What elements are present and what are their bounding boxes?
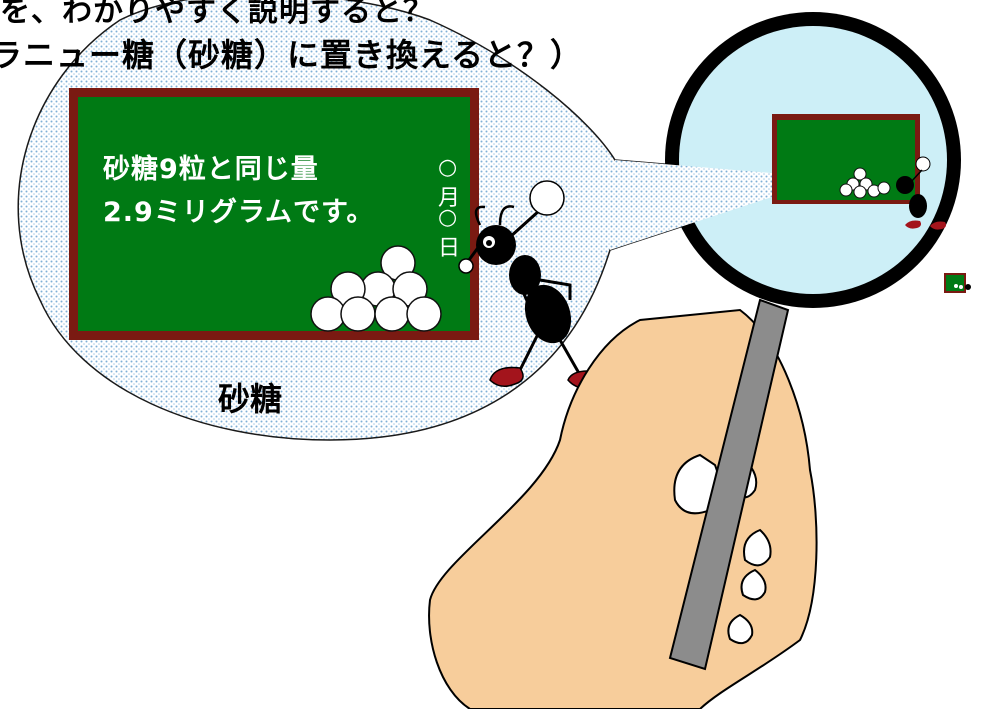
date-char-1: ○ bbox=[438, 155, 458, 180]
sugar-cube-icon bbox=[310, 296, 346, 332]
chalkboard-icon bbox=[69, 88, 479, 340]
sugar-cube-icon bbox=[406, 296, 442, 332]
date-char-3: ○ bbox=[438, 205, 458, 230]
tiny-board-icon bbox=[944, 273, 971, 293]
date-char-2: 月 bbox=[438, 186, 461, 211]
magnifying-glass-icon bbox=[610, 12, 961, 671]
ant-icon bbox=[458, 180, 604, 389]
header-line-2: ラニュー糖（砂糖）に置き換えると？） bbox=[0, 36, 584, 74]
date-char-4: 日 bbox=[438, 236, 461, 261]
sugar-cube-icon bbox=[340, 296, 376, 332]
sugar-cube-icon bbox=[374, 296, 410, 332]
chalkboard-line-2: 2.9ミリグラムです。 bbox=[103, 197, 375, 228]
caption-sugar: 砂糖 bbox=[218, 380, 283, 418]
chalkboard-line-1: 砂糖9粒と同じ量 bbox=[103, 154, 319, 185]
sugar-pile bbox=[310, 245, 442, 332]
header-line-1: を、わかりやすく説明すると？ bbox=[0, 0, 434, 29]
